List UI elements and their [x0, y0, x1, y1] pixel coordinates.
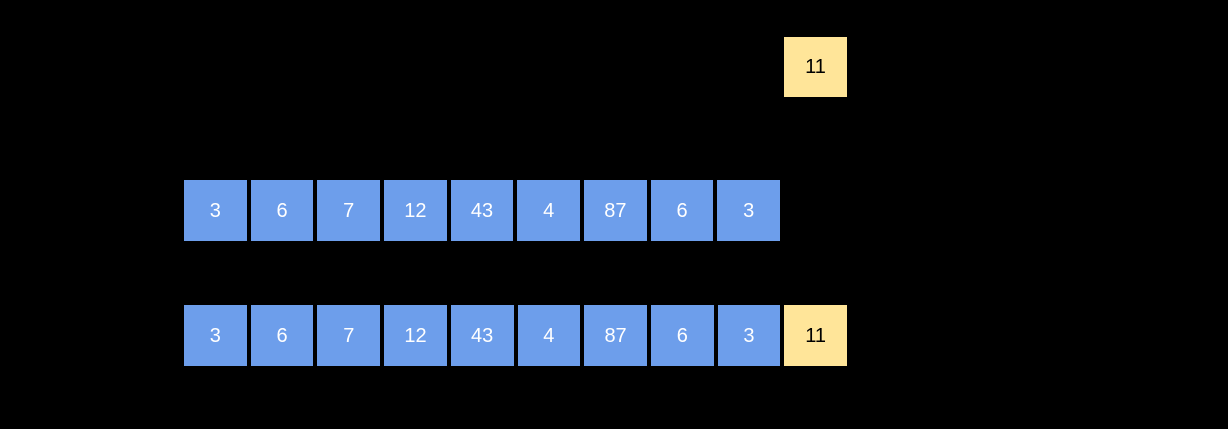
array-cell: 4 [515, 178, 583, 243]
array-cell: 43 [448, 178, 516, 243]
array-cell: 3 [715, 303, 783, 368]
array-before-row: 3 6 7 12 43 4 87 6 3 [182, 178, 783, 243]
array-cell: 87 [582, 178, 649, 243]
array-cell: 12 [382, 303, 449, 368]
array-cell: 87 [582, 303, 649, 368]
array-cell: 4 [515, 303, 583, 368]
array-cell: 6 [248, 303, 316, 368]
array-cell: 6 [648, 303, 716, 368]
array-cell: 6 [248, 178, 316, 243]
array-cell: 3 [182, 178, 249, 243]
array-cell: 7 [315, 303, 383, 368]
array-cell: 7 [315, 178, 383, 243]
array-cell: 43 [448, 303, 516, 368]
array-cell: 6 [648, 178, 716, 243]
array-cell: 12 [382, 178, 449, 243]
array-cell: 3 [715, 178, 783, 243]
appended-array-cell: 11 [782, 303, 850, 368]
detached-value-cell: 11 [782, 35, 849, 99]
array-cell: 3 [182, 303, 249, 368]
array-after-row: 3 6 7 12 43 4 87 6 3 11 [182, 303, 850, 368]
